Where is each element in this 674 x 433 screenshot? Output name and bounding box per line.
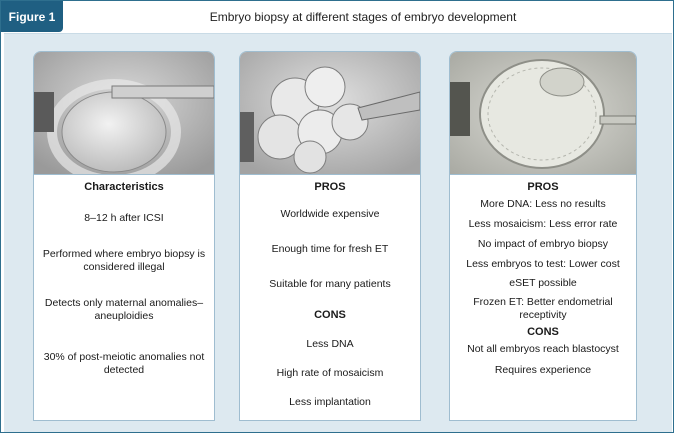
list-item: Suitable for many patients [269,278,391,290]
zygote-biopsy-image [34,52,214,175]
list-item: Worldwide expensive [280,208,380,220]
list-item: No impact of embryo biopsy [477,238,609,250]
list-item: Performed where embryo biopsy is conside… [42,248,206,273]
list-item: Less mosaicism: Less error rate [468,218,618,230]
cleavage-biopsy-image [240,52,420,175]
column-zygote-text: Characteristics 8–12 h after ICSI Performe… [34,175,214,377]
section-heading: PROS [527,181,559,193]
list-item: Less implantation [289,396,371,408]
figure-label: Figure 1 [1,1,63,32]
list-item: eSET possible [509,277,577,289]
list-item: More DNA: Less no results [480,198,606,210]
list-item: Detects only maternal anomalies–aneuploi… [44,297,204,322]
list-item: Requires experience [494,364,592,376]
section-heading: PROS [314,181,346,193]
list-item: 30% of post-meiotic anomalies not detect… [43,351,205,376]
section-heading: Characteristics [84,181,164,193]
blastocyst-biopsy-image [450,52,636,175]
list-item: High rate of mosaicism [276,367,384,379]
list-item: Not all embryos reach blastocyst [467,343,619,355]
list-item: Less DNA [306,338,354,350]
list-item: Less embryos to test: Lower cost [466,258,620,270]
figure-title: Embryo biopsy at different stages of emb… [209,9,517,24]
section-heading: CONS [527,326,559,338]
list-item: Enough time for fresh ET [271,243,389,255]
column-zygote: Characteristics 8–12 h after ICSI Performe… [33,51,215,421]
list-item: 8–12 h after ICSI [84,212,164,224]
section-heading: CONS [314,309,346,321]
list-item: Frozen ET: Better endometrial receptivit… [473,296,613,321]
